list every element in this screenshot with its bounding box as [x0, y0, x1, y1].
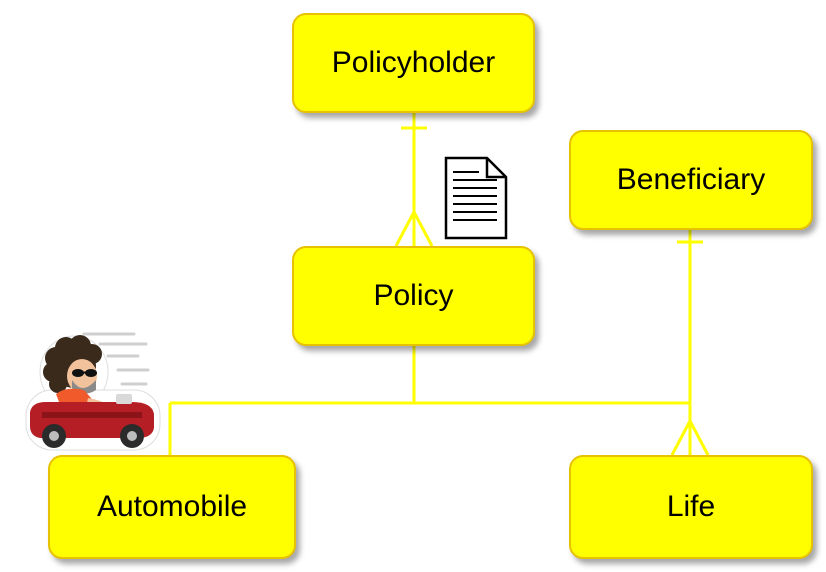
- entity-label-policyholder: Policyholder: [331, 46, 496, 79]
- entity-policy: Policy: [292, 246, 535, 346]
- crowfoot-left-life: [670, 420, 692, 456]
- entity-policyholder: Policyholder: [292, 13, 535, 113]
- crowfoot-right-policy: [412, 211, 434, 247]
- crowfoot-right-life: [688, 420, 710, 456]
- entity-label-policy: Policy: [373, 279, 454, 312]
- crowfoot-left-policy: [394, 211, 416, 247]
- document-icon: [444, 156, 508, 240]
- car-driver-icon: [25, 332, 161, 451]
- entity-life: Life: [569, 455, 813, 559]
- entity-beneficiary: Beneficiary: [569, 130, 813, 230]
- entity-label-automobile: Automobile: [96, 490, 248, 523]
- entity-automobile: Automobile: [48, 455, 296, 559]
- entity-label-life: Life: [666, 490, 716, 523]
- entity-label-beneficiary: Beneficiary: [616, 163, 766, 196]
